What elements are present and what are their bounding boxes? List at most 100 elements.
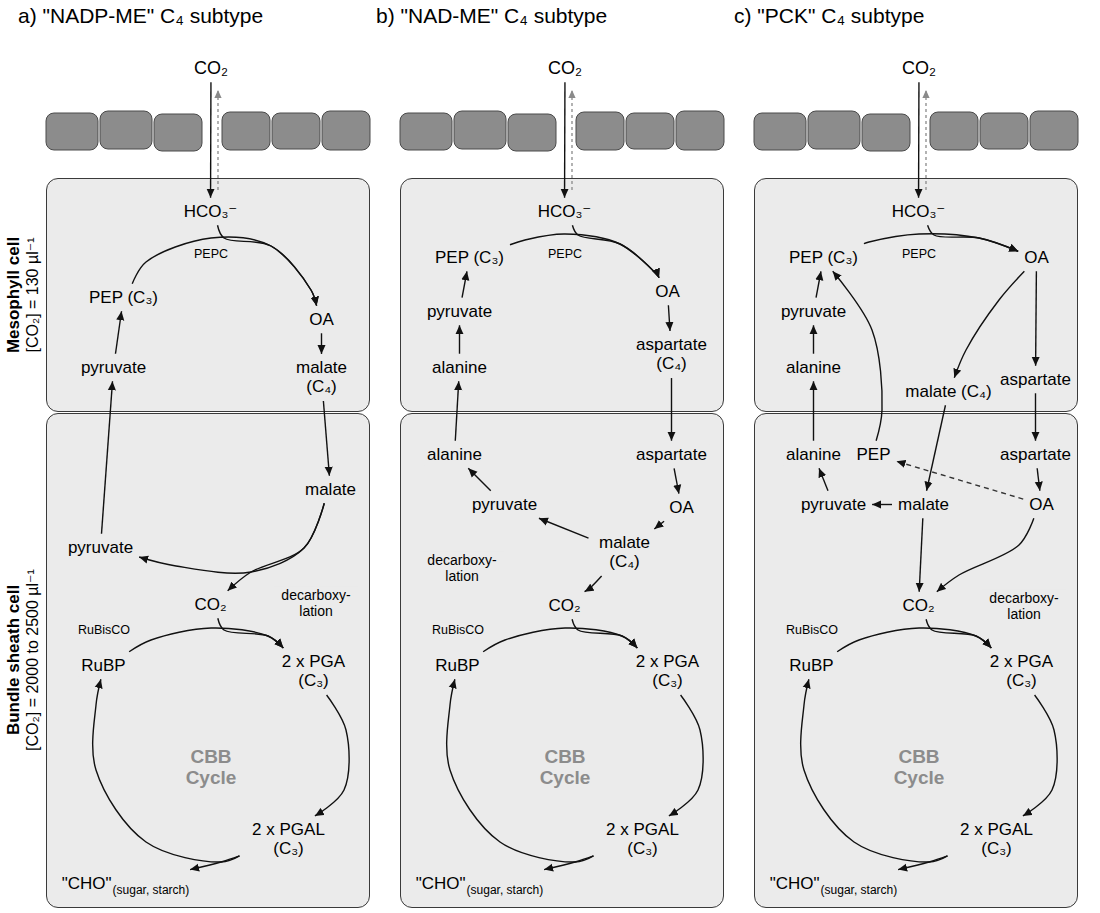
metabolite-text: 2 x PGA (C₃) (276, 652, 352, 691)
flow-arrow (483, 628, 637, 652)
epidermis (46, 111, 1078, 151)
metabolite-node: alanine (783, 357, 844, 379)
metabolite-node: aspartate (633, 444, 710, 466)
enzyme-label: PEPC (902, 247, 936, 261)
metabolite-text: pyruvate (427, 302, 492, 322)
flow-arrow (132, 237, 316, 306)
cell-heading: [CO₂] = 2000 to 2500 µl⁻¹ (22, 569, 41, 751)
flow-arrow (872, 504, 892, 505)
metabolite-node: HCO₃⁻ (181, 201, 241, 223)
flow-arrow (115, 311, 121, 353)
metabolite-text: RuBP (789, 656, 833, 676)
epidermis-cell (272, 113, 320, 149)
epidermis-cell (508, 114, 556, 151)
cell-heading: Mesophyll cell (4, 236, 24, 352)
metabolite-node: pyruvate (424, 301, 495, 323)
flow-arrow (928, 225, 1019, 251)
metabolite-text: "CHO" (416, 874, 466, 894)
flow-arrow (228, 503, 325, 590)
metabolite-node: pyruvate (65, 537, 136, 559)
flow-arrow (927, 405, 946, 490)
metabolite-text: pyruvate (801, 495, 866, 515)
metabolite-node: HCO₃⁻ (535, 201, 595, 223)
flow-arrow (572, 619, 637, 648)
metabolite-node: "CHO"(sugar, starch) (59, 873, 193, 899)
flow-arrow (937, 518, 1034, 591)
flow-arrow (210, 82, 212, 197)
metabolite-text: OA (309, 310, 334, 330)
metabolite-node: aspartate (C₄) (629, 334, 715, 375)
metabolite-node: RuBP (786, 655, 836, 677)
flow-arrow (129, 628, 283, 652)
flow-arrow (837, 628, 991, 652)
metabolite-node: 2 x PGAL (C₃) (243, 819, 335, 860)
metabolite-text: 2 x PGAL (C₃) (954, 820, 1040, 859)
metabolite-node: malate (C₄) (902, 381, 994, 403)
metabolite-text: PEP (C₃) (435, 248, 504, 268)
metabolite-text: alanine (786, 358, 841, 378)
cell-box: HCO₃⁻PEP (C₃)OApyruvatealaninemalate (C₄… (754, 178, 1078, 412)
flow-arrow (585, 576, 602, 592)
metabolite-text: OA (655, 282, 680, 302)
flow-arrow (1037, 468, 1040, 490)
metabolite-text: "CHO" (770, 874, 820, 894)
co2-leak-arrow (571, 90, 572, 190)
process-label: decarboxy- lation (274, 587, 358, 619)
metabolite-text: aspartate (C₄) (632, 335, 712, 374)
gas-node: CO₂ (899, 57, 939, 80)
metabolite-text: CO₂ (548, 596, 580, 616)
metabolite-text: malate (C₄) (905, 382, 991, 402)
metabolite-node: 2 x PGA (C₃) (273, 651, 355, 692)
cell-box: Bundle sheath cell[CO₂] = 2000 to 2500 µ… (46, 413, 370, 908)
flow-arrow (323, 401, 329, 476)
flow-arrow (816, 271, 821, 297)
flow-arrow (918, 82, 920, 197)
enzyme-label: RuBisCO (786, 623, 838, 637)
epidermis-cell (222, 112, 270, 150)
enzyme-label: PEPC (548, 247, 582, 261)
epidermis-cell (154, 114, 202, 151)
metabolite-node: 2 x PGA (C₃) (627, 651, 709, 692)
enzyme-label: RuBisCO (78, 623, 130, 637)
flow-arrow (669, 695, 703, 816)
metabolite-text: HCO₃⁻ (538, 202, 592, 222)
enzyme-label: PEPC (194, 247, 228, 261)
metabolite-text: 2 x PGAL (C₃) (600, 820, 686, 859)
metabolite-text: OA (669, 498, 694, 518)
epidermis-cell (1030, 111, 1078, 150)
metabolite-node: malate (C₄) (592, 532, 658, 573)
flow-arrow (819, 468, 828, 490)
metabolite-node: alanine (429, 357, 490, 379)
metabolite-node: OA (1026, 494, 1057, 516)
metabolite-node: alanine (783, 444, 844, 466)
metabolite-node: OA (652, 281, 683, 303)
metabolite-node: pyruvate (798, 494, 869, 516)
metabolite-text: alanine (786, 445, 841, 465)
metabolite-text: malate (305, 480, 356, 500)
metabolite-node: malate (302, 479, 359, 501)
flow-arrow (813, 381, 814, 440)
epidermis-cell (322, 111, 370, 150)
flow-arrow (919, 518, 923, 591)
metabolite-node: PEP (C₃) (786, 247, 861, 269)
flow-arrow (218, 618, 284, 648)
flow-arrow (954, 271, 1024, 377)
metabolite-node: PEP (C₃) (86, 287, 161, 309)
flow-arrow (654, 521, 664, 529)
metabolite-node: OA (1021, 247, 1052, 269)
metabolite-text: pyruvate (68, 538, 133, 558)
cell-box: Mesophyll cell[CO₂] = 130 µl⁻¹HCO₃⁻PEP (… (46, 178, 370, 412)
connectors (93, 82, 1057, 869)
flow-arrow (510, 234, 659, 278)
metabolite-text: alanine (432, 358, 487, 378)
flow-arrow (1023, 695, 1057, 816)
metabolite-text: CO₂ (548, 58, 582, 79)
metabolite-text: alanine (427, 445, 482, 465)
metabolite-text: PEP (C₃) (789, 248, 858, 268)
epidermis-cell (100, 111, 152, 149)
epidermis-cell (46, 113, 98, 150)
flow-arrow (218, 225, 317, 305)
flow-arrow (926, 619, 991, 648)
metabolite-text: HCO₃⁻ (892, 202, 946, 222)
